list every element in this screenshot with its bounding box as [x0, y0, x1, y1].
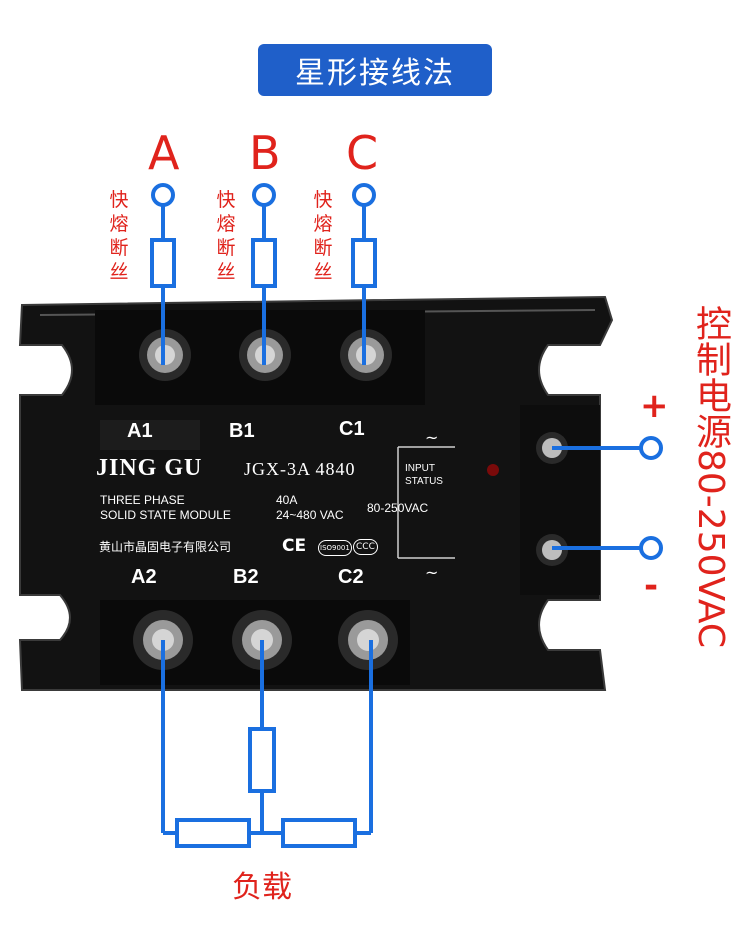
iso-mark: ISO9001 [318, 540, 352, 556]
fuse-label-a: 快熔断丝 [109, 189, 129, 283]
voltage-rating: 24~480 VAC [276, 508, 344, 522]
load-label: 负载 [232, 870, 292, 905]
input-status-label: INPUT STATUS [405, 463, 443, 487]
control-range: 80-250VAC [367, 501, 429, 515]
control-power-label: 控制电源80-250VAC [690, 305, 731, 648]
phase-label-a: A [148, 126, 180, 180]
model-number: JGX-3A 4840 [244, 459, 356, 479]
three-phase-text: THREE PHASE [100, 493, 185, 507]
terminal-label-b1: B1 [229, 420, 255, 442]
screw-c2 [338, 610, 398, 670]
title-text: 星形接线法 [295, 56, 455, 91]
title-badge: 星形接线法 [258, 44, 492, 96]
status-led [487, 464, 499, 476]
wires [150, 183, 663, 848]
terminal-label-c2: C2 [338, 566, 364, 588]
ce-mark: CE [282, 536, 307, 556]
terminal-label-c1: C1 [339, 418, 365, 440]
plus-sign: + [640, 386, 669, 426]
brand-name: JING GU [96, 455, 203, 481]
fuse-label-b: 快熔断丝 [216, 189, 236, 283]
tilde-top: ~ [425, 428, 439, 447]
solid-state-text: SOLID STATE MODULE [100, 508, 231, 522]
tilde-bottom: ~ [425, 563, 439, 582]
fuse-label-c: 快熔断丝 [313, 189, 333, 283]
phase-label-b: B [249, 126, 281, 180]
terminal-label-a1: A1 [127, 420, 153, 442]
ccc-mark: CCC [353, 539, 378, 555]
ssr-module [18, 295, 614, 691]
terminal-label-a2: A2 [131, 566, 157, 588]
minus-sign: - [644, 566, 659, 606]
phase-label-c: C [346, 126, 379, 180]
current-rating: 40A [276, 493, 298, 507]
terminal-label-b2: B2 [233, 566, 259, 588]
company-name: 黄山市晶固电子有限公司 [99, 540, 232, 554]
